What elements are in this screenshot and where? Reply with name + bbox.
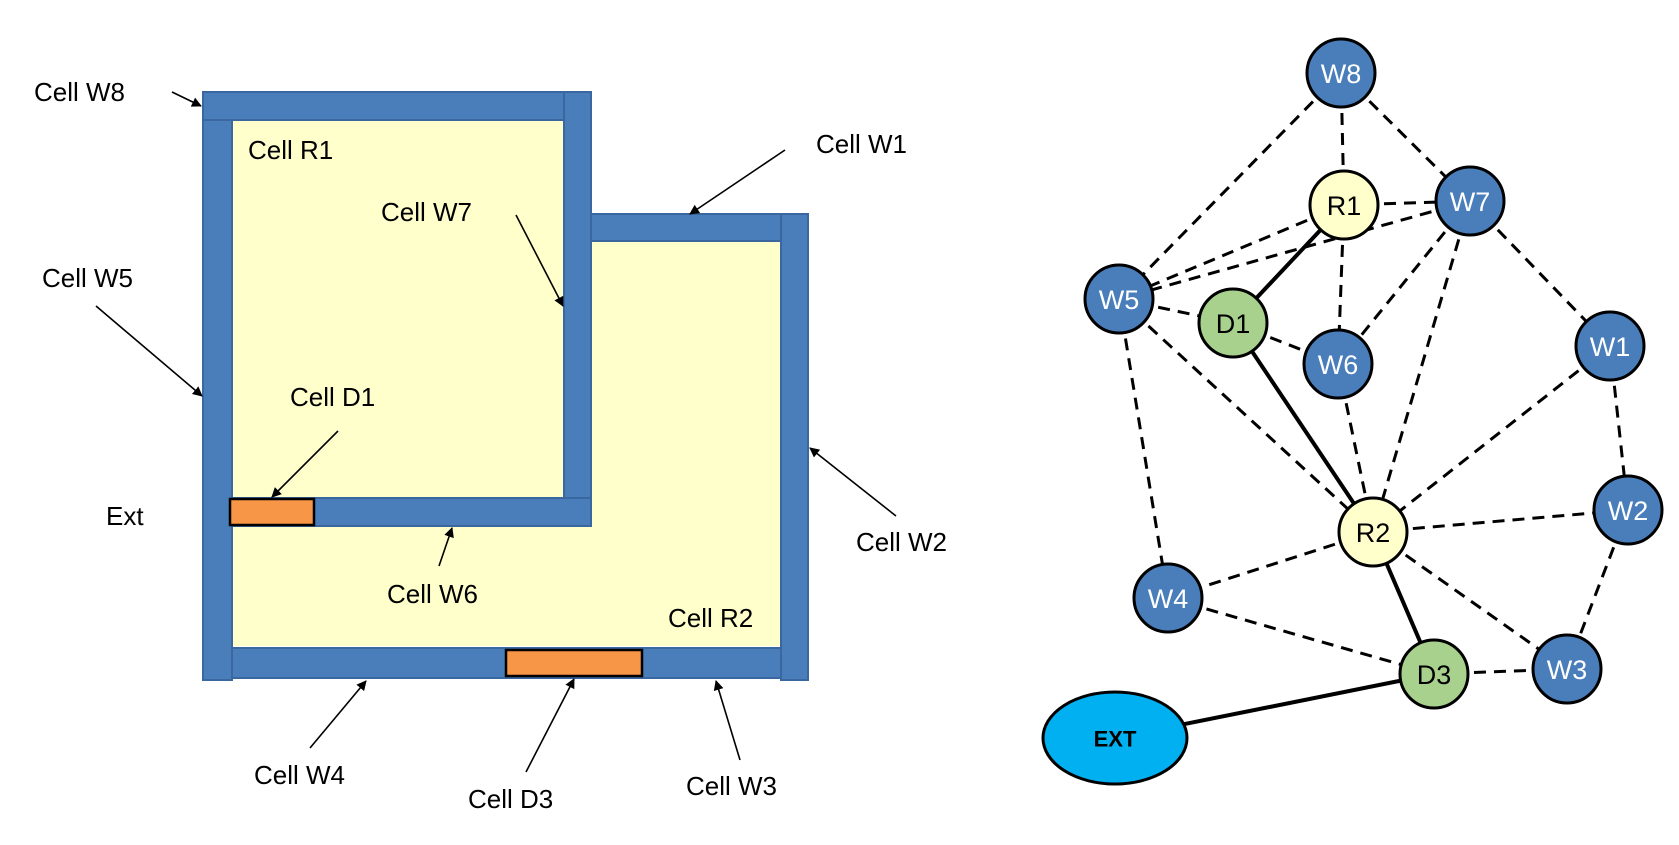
label-ext: Ext (106, 501, 144, 531)
edge-w1-r2 (1372, 344, 1611, 534)
edge-r2-w2 (1372, 508, 1629, 534)
node-w2 (1592, 474, 1664, 546)
wall-w1 (590, 213, 782, 242)
arrow-w7 (515, 214, 564, 307)
edge-d1-r2 (1231, 321, 1375, 534)
arrow-d1 (271, 430, 339, 498)
edge-w7-w5 (1118, 199, 1471, 301)
floorplan: Cell W8 Cell R1 Cell W1 Cell W7 Cell W5 … (34, 77, 947, 814)
edge-w7-w6 (1336, 200, 1472, 365)
label-cell-w7: Cell W7 (381, 197, 472, 227)
node-w6 (1302, 328, 1374, 400)
edge-w4-d3 (1167, 596, 1435, 676)
node-label-r1: R1 (1327, 191, 1362, 221)
arrow-w6 (438, 527, 454, 567)
wall-w7 (563, 91, 592, 527)
node-label-w5: W5 (1099, 285, 1140, 315)
arrow-w2 (809, 447, 897, 517)
node-label-w8: W8 (1321, 59, 1362, 89)
label-cell-w5: Cell W5 (42, 263, 133, 293)
wall-w2 (780, 213, 809, 681)
node-d1 (1197, 287, 1269, 359)
node-w1 (1574, 310, 1646, 382)
label-cell-w2: Cell W2 (856, 527, 947, 557)
node-w7 (1434, 165, 1506, 237)
room-r2-area (232, 240, 780, 646)
label-cell-w6: Cell W6 (387, 579, 478, 609)
node-label-w1: W1 (1590, 332, 1631, 362)
node-ext (1041, 690, 1189, 786)
label-cell-d1: Cell D1 (290, 382, 375, 412)
wall-w5 (202, 119, 233, 681)
node-w3 (1531, 633, 1603, 705)
door-d1 (228, 497, 316, 527)
node-label-d1: D1 (1216, 309, 1251, 339)
edge-w7-r2 (1371, 200, 1472, 533)
label-cell-w8: Cell W8 (34, 77, 125, 107)
node-label-w4: W4 (1148, 584, 1189, 614)
edge-w8-w5 (1117, 71, 1343, 301)
wall-w8 (202, 91, 592, 121)
node-label-w2: W2 (1608, 496, 1649, 526)
node-label-w3: W3 (1547, 655, 1588, 685)
node-w5 (1083, 263, 1155, 335)
label-cell-w4: Cell W4 (254, 760, 345, 790)
edge-w5-w4 (1117, 298, 1170, 599)
label-cell-w1: Cell W1 (816, 129, 907, 159)
arrow-w4 (309, 680, 367, 749)
edge-r1-w5 (1118, 203, 1345, 301)
arrow-w5 (95, 305, 203, 397)
node-w4 (1132, 562, 1204, 634)
node-r1 (1308, 169, 1380, 241)
node-label-r2: R2 (1356, 518, 1391, 548)
arrow-d3 (525, 678, 575, 773)
graph-edges (1114, 71, 1630, 740)
edge-w5-r2 (1117, 297, 1375, 534)
node-w8 (1305, 37, 1377, 109)
node-label-w6: W6 (1318, 350, 1359, 380)
arrow-w1 (689, 149, 786, 215)
label-cell-w3: Cell W3 (686, 771, 777, 801)
door-d3 (504, 648, 644, 678)
node-r2 (1337, 496, 1409, 568)
node-label-w7: W7 (1450, 187, 1491, 217)
label-cell-r1: Cell R1 (248, 135, 333, 165)
node-d3 (1398, 638, 1470, 710)
node-label-ext: EXT (1094, 727, 1137, 752)
node-label-d3: D3 (1417, 660, 1452, 690)
arrow-w3 (713, 680, 741, 761)
label-cell-d3: Cell D3 (468, 784, 553, 814)
label-cell-r2: Cell R2 (668, 603, 753, 633)
edge-r2-w4 (1167, 530, 1374, 600)
arrow-w8 (171, 91, 202, 107)
